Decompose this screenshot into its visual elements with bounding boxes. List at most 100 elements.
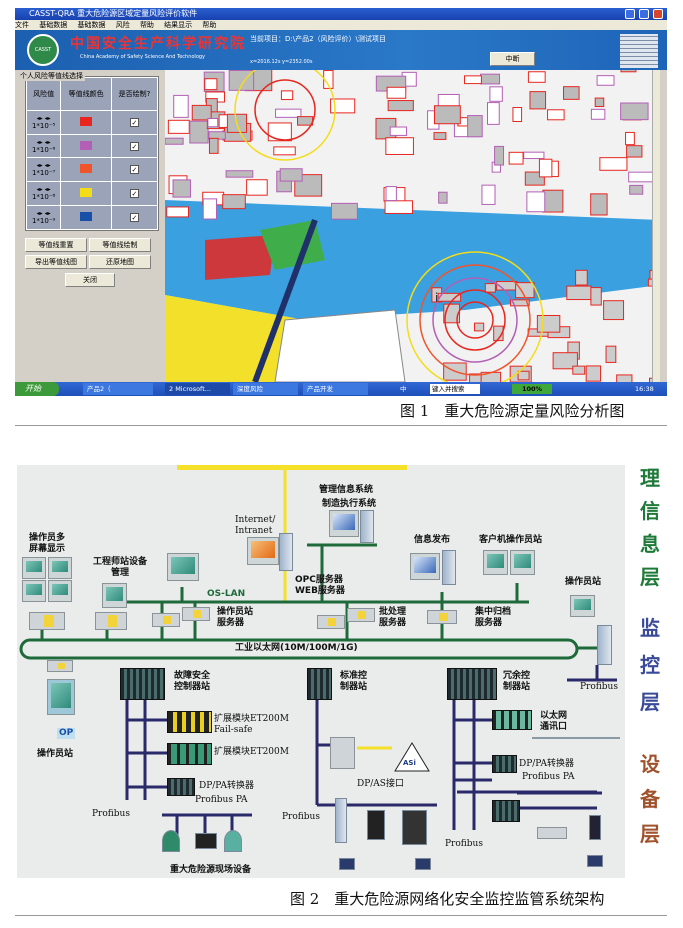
draw-contour-button[interactable]: 等值线绘制: [89, 238, 151, 252]
white-zone: [274, 309, 406, 382]
city-block: [208, 137, 219, 154]
menu-file[interactable]: 文件: [15, 21, 29, 29]
stepper-buttons[interactable]: ◂▸ ◂▸: [36, 114, 51, 122]
city-block: [167, 119, 190, 134]
map-canvas[interactable]: i: [165, 70, 660, 382]
city-block: [166, 206, 189, 218]
city-block: [590, 193, 608, 216]
city-block: [387, 100, 414, 112]
risk-value: 1*10⁻⁷: [31, 169, 56, 178]
interrupt-button[interactable]: 中断: [490, 52, 535, 66]
task-item-2[interactable]: 2 Microsoft...: [165, 383, 230, 395]
layer-management-info: 理信息层: [640, 466, 660, 589]
color-cell: [60, 133, 112, 159]
menu-results[interactable]: 结果显示: [164, 21, 193, 29]
ime-indicator[interactable]: 中: [400, 385, 407, 393]
asi-logo: [394, 742, 430, 772]
taskbar-search-input[interactable]: 键入并搜索: [430, 384, 480, 394]
city-block: [437, 292, 462, 302]
stepper-buttons[interactable]: ◂▸ ◂▸: [36, 162, 51, 170]
color-swatch[interactable]: [80, 116, 93, 126]
city-block: [280, 90, 294, 101]
city-block: [486, 102, 500, 125]
draw-checkbox[interactable]: ✓: [129, 189, 139, 199]
color-swatch[interactable]: [80, 140, 93, 150]
draw-checkbox[interactable]: ✓: [129, 141, 139, 151]
task-item-1[interactable]: 产品2（: [83, 383, 153, 395]
maximize-button[interactable]: [639, 9, 649, 19]
profibus-label: Profibus: [282, 812, 320, 822]
profibus-pa-label: Profibus PA: [195, 795, 248, 805]
contour-row: ◂▸ ◂▸1*10⁻⁵✓: [25, 109, 159, 135]
stepper-buttons[interactable]: ◂▸ ◂▸: [36, 210, 51, 218]
color-cell: [60, 157, 112, 183]
server: [47, 660, 73, 672]
et200m-label: 扩展模块ET200M: [214, 747, 289, 757]
monitor: [329, 510, 359, 537]
color-swatch[interactable]: [80, 188, 93, 198]
menu-help-2[interactable]: 帮助: [202, 21, 217, 29]
city-block: [246, 179, 268, 196]
standard-controller-label: 标准控 制器站: [340, 671, 368, 692]
city-block: [433, 105, 461, 125]
minimize-button[interactable]: [625, 9, 635, 19]
close-button[interactable]: [653, 9, 663, 19]
city-block: [626, 145, 643, 158]
city-block: [538, 158, 553, 178]
dp-pa-converter: [492, 755, 517, 773]
stepper-buttons[interactable]: ◂▸ ◂▸: [36, 186, 51, 194]
menu-basic-data[interactable]: 基础数据: [39, 21, 68, 29]
pc-unit: [95, 612, 127, 630]
field-device: [195, 833, 217, 849]
start-button[interactable]: 开始: [15, 382, 59, 396]
city-block: [629, 184, 644, 195]
menu-help[interactable]: 帮助: [139, 21, 154, 29]
reset-contour-button[interactable]: 等值线重置: [25, 238, 87, 252]
city-block: [202, 198, 217, 220]
ethernet-port-label: 以太网 通讯口: [540, 711, 568, 732]
menu-risk[interactable]: 风险: [115, 21, 130, 29]
city-block: [279, 168, 303, 182]
drive: [402, 810, 427, 845]
drive: [367, 810, 385, 840]
city-block: [467, 115, 483, 138]
drive: [589, 815, 601, 840]
city-block: [575, 269, 588, 286]
menu-basic-data-2[interactable]: 基础数据: [77, 21, 106, 29]
task-item-3[interactable]: 深度风险: [233, 383, 298, 395]
restore-map-button[interactable]: 还原地图: [89, 255, 151, 269]
color-swatch[interactable]: [80, 164, 93, 174]
stepper-buttons[interactable]: ◂▸ ◂▸: [36, 138, 51, 146]
city-block: [330, 202, 358, 220]
export-contour-button[interactable]: 导出等值线图: [25, 255, 87, 269]
dp-pa-converter: [167, 778, 195, 796]
server: [152, 613, 180, 627]
color-cell: [60, 109, 112, 135]
layer-monitoring: 监控层: [640, 616, 660, 714]
motor: [415, 858, 431, 870]
server: [182, 607, 210, 621]
et200m-failsafe-label: 扩展模块ET200M Fail-safe: [214, 714, 289, 735]
draw-checkbox[interactable]: ✓: [129, 165, 139, 175]
city-block: [222, 194, 246, 210]
city-block: [480, 73, 501, 85]
color-swatch[interactable]: [80, 212, 93, 222]
map-scrollbar[interactable]: [652, 70, 660, 382]
contour-row: ◂▸ ◂▸1*10⁻⁸ ✓: [25, 181, 159, 207]
et200m-module: [167, 743, 212, 765]
draw-checkbox[interactable]: ✓: [129, 213, 139, 223]
monitor: [22, 557, 46, 579]
draw-checkbox[interactable]: ✓: [129, 117, 139, 127]
risk-map[interactable]: i: [165, 70, 660, 382]
task-item-4[interactable]: 产品开发: [303, 383, 368, 395]
risk-value: 1*10⁻⁸: [31, 193, 56, 202]
pc-tower: [442, 550, 456, 585]
close-panel-button[interactable]: 关闭: [65, 273, 115, 287]
motor: [587, 855, 603, 867]
risk-contour: [254, 79, 316, 141]
monitor: [410, 553, 440, 580]
city-block: [603, 300, 625, 321]
org-name-en: China Academy of Safety Science And Tech…: [80, 54, 206, 60]
city-block: [605, 345, 617, 363]
map-label: i: [435, 291, 438, 305]
